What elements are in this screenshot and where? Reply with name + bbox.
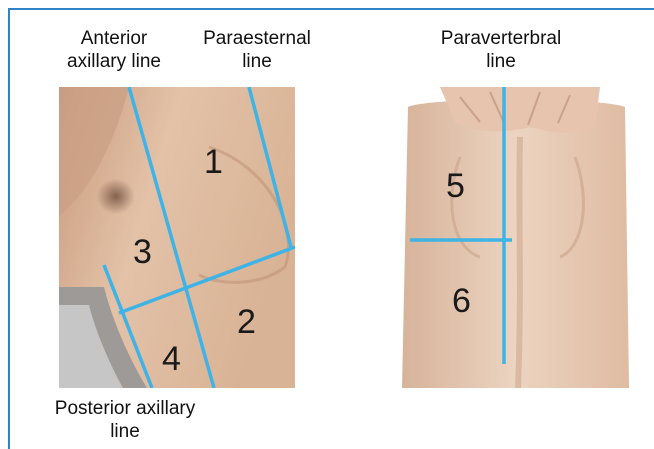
label-paraverterbral-line-1: Paraverterbral <box>416 27 586 50</box>
region-4-number: 4 <box>162 340 181 378</box>
label-paraesternal-line: Paraesternal line <box>182 27 332 73</box>
hands <box>440 87 600 133</box>
label-anterior-axillary-line-1: Anterior <box>44 27 184 50</box>
region-3-number: 3 <box>133 233 152 271</box>
label-paraverterbral-line: Paraverterbral line <box>416 27 586 73</box>
region-6-number: 6 <box>452 282 471 320</box>
label-posterior-axillary-line-2: line <box>30 420 220 443</box>
frame-top-border <box>8 8 654 10</box>
label-posterior-axillary-line: Posterior axillary line <box>30 397 220 443</box>
back-skin <box>402 100 629 389</box>
back-illustration: 5 6 <box>400 87 633 388</box>
label-paraesternal-line-2: line <box>182 50 332 73</box>
spine-shadow <box>518 137 520 388</box>
label-anterior-axillary-line: Anterior axillary line <box>44 27 184 73</box>
label-anterior-axillary-line-2: axillary line <box>44 50 184 73</box>
region-5-number: 5 <box>446 167 465 205</box>
label-paraverterbral-line-2: line <box>416 50 586 73</box>
region-2-number: 2 <box>237 303 256 341</box>
frame-left-border <box>8 8 10 449</box>
lateral-chest-illustration: 1 2 3 4 <box>59 87 295 388</box>
region-1-number: 1 <box>204 143 223 181</box>
label-paraesternal-line-1: Paraesternal <box>182 27 332 50</box>
axilla-shadow <box>93 169 169 241</box>
label-posterior-axillary-line-1: Posterior axillary <box>30 397 220 420</box>
back-photo: 5 6 <box>400 87 633 388</box>
lateral-chest-photo: 1 2 3 4 <box>59 87 295 388</box>
